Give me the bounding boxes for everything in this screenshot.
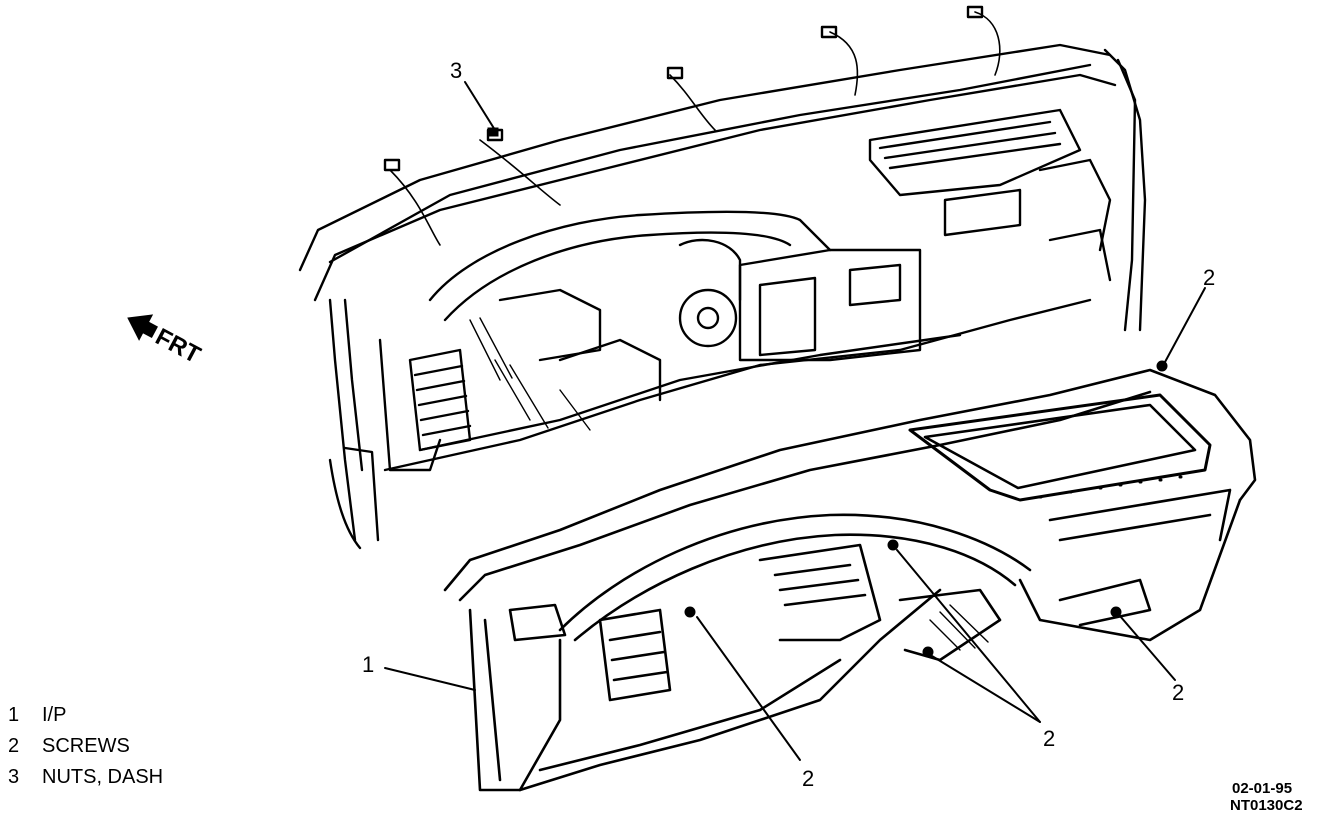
callout-3-nuts: 3 (450, 58, 462, 83)
dash-frame-assembly (298, 5, 1147, 550)
callout-2-screw-lower-right: 2 (1172, 680, 1184, 705)
callout-2-screw-upper-right: 2 (1203, 265, 1215, 290)
legend-row: 1 I/P (8, 700, 163, 731)
figure-date: 02-01-95 (1232, 780, 1292, 797)
legend-text: NUTS, DASH (42, 766, 164, 788)
legend-text: I/P (42, 704, 67, 726)
parts-legend: 1 I/P 2 SCREWS 3 NUTS, DASH (8, 700, 163, 793)
screw-fasteners (487, 127, 1168, 658)
callout-2-screw-lower-left: 2 (802, 766, 814, 791)
instrument-panel-pad (443, 368, 1257, 792)
legend-row: 3 NUTS, DASH (8, 762, 163, 793)
legend-row: 2 SCREWS (8, 731, 163, 762)
legend-text: SCREWS (42, 735, 130, 757)
figure-id: NT0130C2 (1230, 797, 1303, 814)
callout-1-ip: 1 (362, 652, 374, 677)
front-arrow-icon (127, 314, 158, 341)
legend-num: 3 (8, 766, 20, 788)
leader-lines (384, 81, 1206, 761)
front-label: FRT (151, 323, 205, 369)
legend-num: 1 (8, 704, 20, 726)
front-direction-indicator: FRT (127, 314, 205, 369)
legend-num: 2 (8, 735, 20, 757)
callout-2-screw-lower-center: 2 (1043, 726, 1055, 751)
